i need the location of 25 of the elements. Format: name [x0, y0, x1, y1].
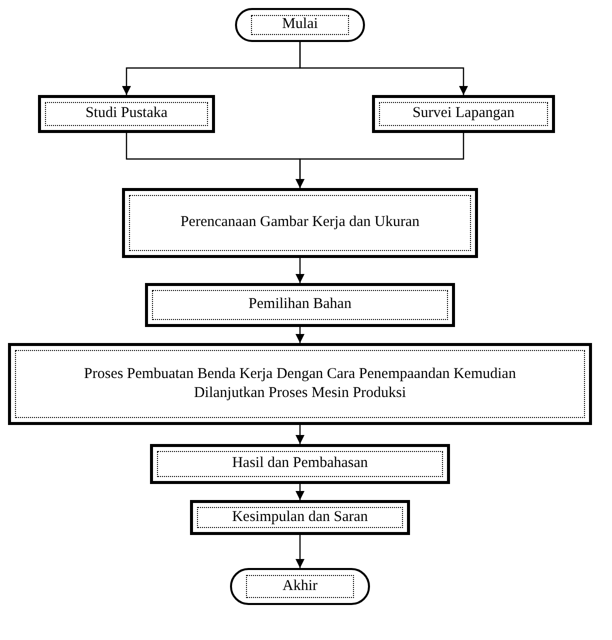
arrow: [296, 535, 304, 568]
process-box: [38, 95, 215, 133]
process-box: [372, 95, 555, 133]
node-text: Kesimpulan dan Saran: [197, 507, 403, 528]
arrow: [296, 484, 304, 500]
process-box: [190, 500, 410, 535]
node-text: Studi Pustaka: [45, 102, 208, 126]
node-text: Mulai: [251, 15, 349, 35]
arrow: [296, 133, 464, 188]
node-text: Survei Lapangan: [379, 102, 548, 126]
terminal-box: [230, 568, 370, 605]
process-box: [8, 343, 592, 425]
node-text: Perencanaan Gambar Kerja dan Ukuran: [129, 195, 471, 251]
node-text: Proses Pembuatan Benda Kerja Dengan Cara Penempaandan Kemudian Dilanjutkan Proses Mesin Produksi: [15, 350, 585, 418]
process-box: [145, 283, 455, 327]
arrow: [296, 425, 304, 444]
arrow: [299, 42, 468, 95]
terminal-box: [235, 8, 365, 42]
node-text: Hasil dan Pembahasan: [157, 451, 443, 477]
node-text: Pemilihan Bahan: [152, 290, 448, 320]
process-box: [122, 188, 478, 258]
node-text: Akhir: [246, 575, 354, 598]
arrow: [296, 258, 304, 283]
arrow: [296, 327, 304, 343]
process-box: [150, 444, 450, 484]
